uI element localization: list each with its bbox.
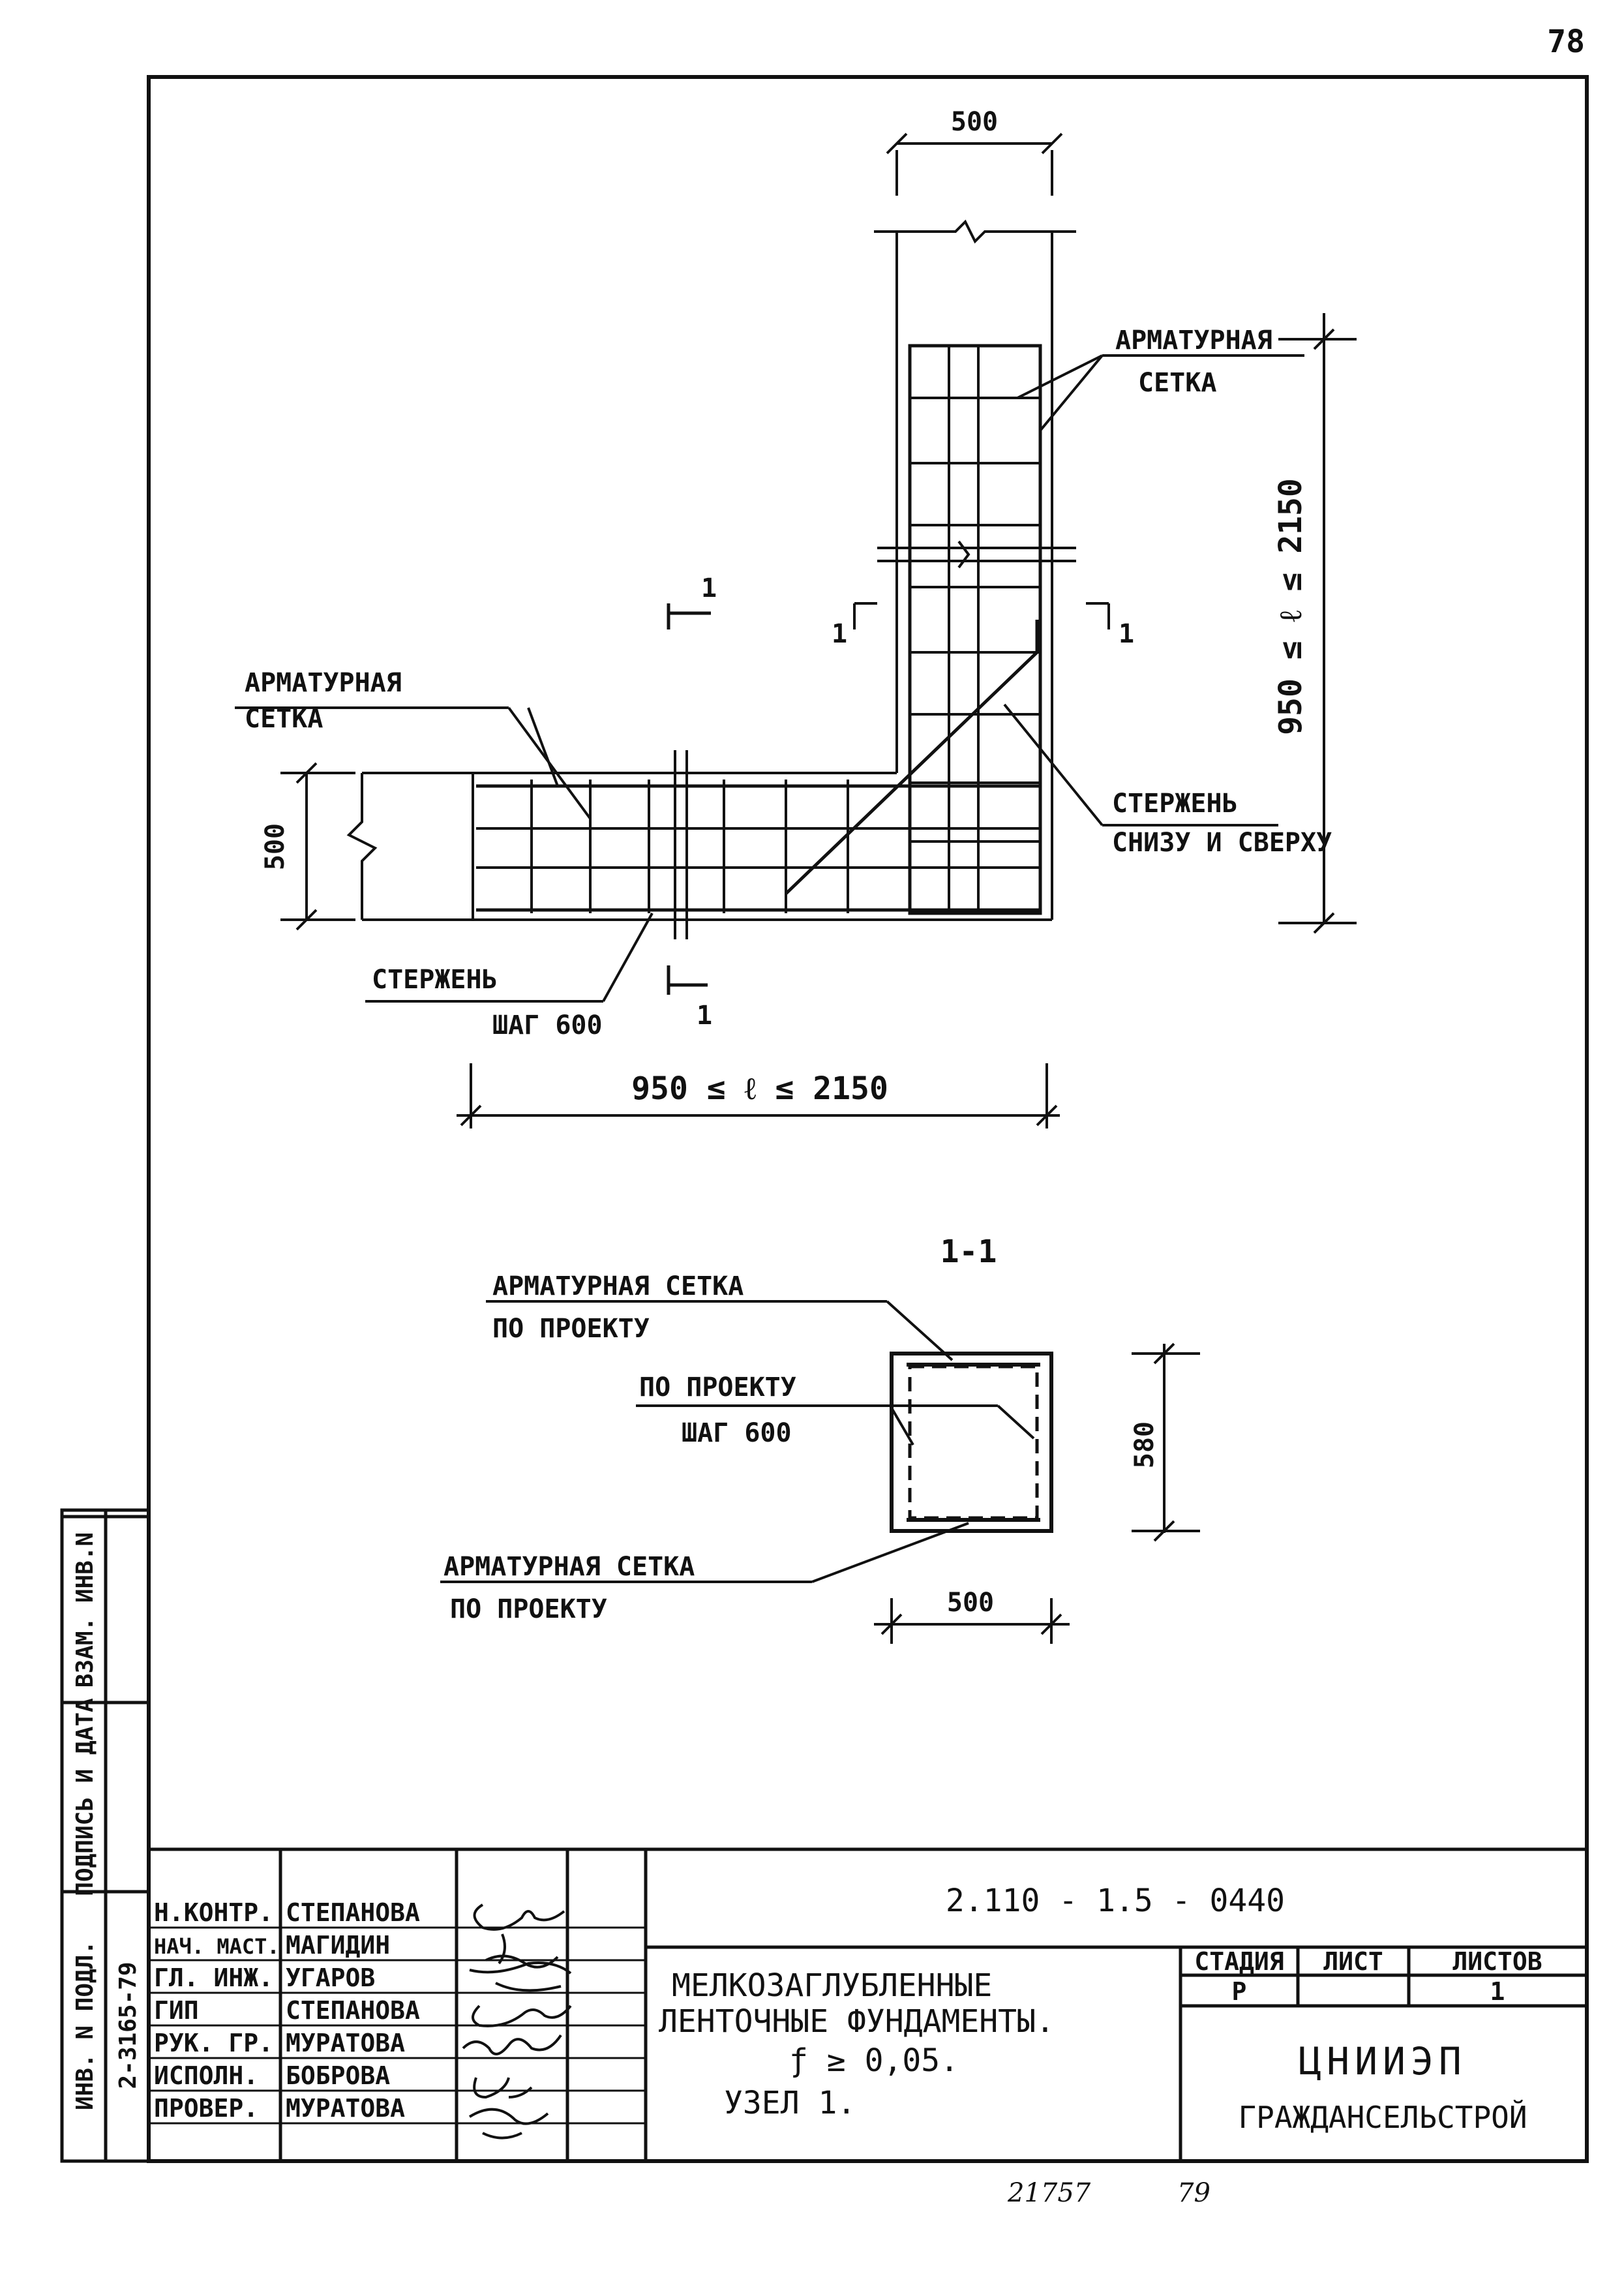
signatures	[462, 1903, 572, 2140]
plan-label-bar-right-1: СТЕРЖЕНЬ	[1112, 789, 1238, 819]
tb-name-4: МУРАТОВА	[286, 2029, 405, 2057]
page-number: 78	[1547, 23, 1585, 60]
plan-view	[235, 132, 1357, 1128]
tb-title-line2: ЛЕНТОЧНЫЕ ФУНДАМЕНТЫ.	[659, 2003, 1055, 2040]
tb-code: 2.110 - 1.5 - 0440	[946, 1883, 1285, 1919]
footer-number-left: 21757	[1007, 2178, 1091, 2208]
section-label-mesh-bottom-2: ПО ПРОЕКТУ	[450, 1594, 607, 1624]
plan-label-mesh-right-2: СЕТКА	[1138, 368, 1216, 398]
section-dim-width: 500	[947, 1588, 994, 1618]
tb-name-1: МАГИДИН	[286, 1931, 390, 1960]
tb-name-3: СТЕПАНОВА	[286, 1996, 420, 2025]
side-stamp-inv-value: 2-3165-79	[115, 1961, 142, 2089]
tb-role-3: ГИП	[154, 1996, 199, 2025]
tb-name-5: БОБРОВА	[286, 2061, 390, 2090]
tb-stage-value: Р	[1232, 1977, 1247, 2006]
section-label-mesh-top-1: АРМАТУРНАЯ СЕТКА	[492, 1271, 744, 1301]
tb-org-line2: ГРАЖДАНСЕЛЬСТРОЙ	[1238, 2100, 1527, 2135]
side-stamp	[60, 1508, 151, 2163]
section-mark-bottom: 1	[697, 1001, 712, 1031]
tb-name-6: МУРАТОВА	[286, 2094, 405, 2123]
plan-label-bar-right-2: СНИЗУ И СВЕРХУ	[1112, 828, 1332, 858]
section-dim-height: 580	[1130, 1421, 1160, 1468]
plan-dim-top: 500	[951, 107, 998, 137]
plan-label-bar-left-1: СТЕРЖЕНЬ	[372, 965, 498, 995]
tb-sheets-value: 1	[1490, 1977, 1505, 2006]
tb-title-line3: ƒ ≥ 0,05.	[789, 2042, 959, 2079]
section-mark-mid-right: 1	[1119, 619, 1134, 649]
tb-sheet-header: ЛИСТ	[1323, 1947, 1383, 1976]
side-stamp-signature-label: ПОДПИСЬ И ДАТА	[72, 1698, 98, 1896]
tb-title-line1: МЕЛКОЗАГЛУБЛЕННЫЕ	[672, 1967, 992, 2004]
plan-dim-bottom: 950 ≤ ℓ ≤ 2150	[631, 1070, 888, 1107]
tb-role-6: ПРОВЕР.	[154, 2094, 258, 2123]
section-mark-top: 1	[701, 573, 717, 603]
footer-number-right: 79	[1177, 2178, 1210, 2208]
tb-role-2: ГЛ. ИНЖ.	[154, 1963, 273, 1992]
tb-name-0: СТЕПАНОВА	[286, 1898, 420, 1927]
tb-name-2: УГАРОВ	[286, 1963, 375, 1992]
title-block	[147, 1847, 1589, 2163]
section-label-bar-2: ШАГ 600	[682, 1418, 792, 1448]
tb-sheets-header: ЛИСТОВ	[1452, 1947, 1542, 1976]
tb-stage-header: СТАДИЯ	[1194, 1947, 1284, 1976]
tb-title-line4: УЗЕЛ 1.	[724, 2085, 856, 2121]
plan-dim-left: 500	[260, 823, 290, 870]
tb-role-0: Н.КОНТР.	[154, 1898, 273, 1927]
side-stamp-inv-label: ИНВ. N ПОДЛ.	[72, 1941, 98, 2110]
section-view	[440, 1300, 1200, 1644]
section-label-mesh-top-2: ПО ПРОЕКТУ	[492, 1314, 650, 1344]
tb-role-1: НАЧ. МАСТ.	[154, 1934, 280, 1959]
section-label-bar-1: ПО ПРОЕКТУ	[639, 1372, 796, 1402]
plan-label-mesh-left-2: СЕТКА	[245, 704, 323, 734]
tb-role-5: ИСПОЛН.	[154, 2061, 258, 2090]
side-stamp-vzam-label: ВЗАМ. ИНВ.N	[72, 1532, 98, 1688]
tb-role-4: РУК. ГР.	[154, 2029, 273, 2057]
plan-dim-right: 950 ≤ ℓ ≤ 2150	[1272, 478, 1309, 735]
section-label-mesh-bottom-1: АРМАТУРНАЯ СЕТКА	[444, 1552, 695, 1582]
plan-label-mesh-right-1: АРМАТУРНАЯ	[1115, 326, 1272, 356]
plan-label-mesh-left-1: АРМАТУРНАЯ	[245, 668, 402, 698]
section-mark-mid-left: 1	[832, 619, 847, 649]
tb-org-line1: ЦНИИЭП	[1299, 2039, 1467, 2083]
section-title: 1-1	[940, 1234, 997, 1270]
plan-label-bar-left-2: ШАГ 600	[492, 1010, 603, 1040]
